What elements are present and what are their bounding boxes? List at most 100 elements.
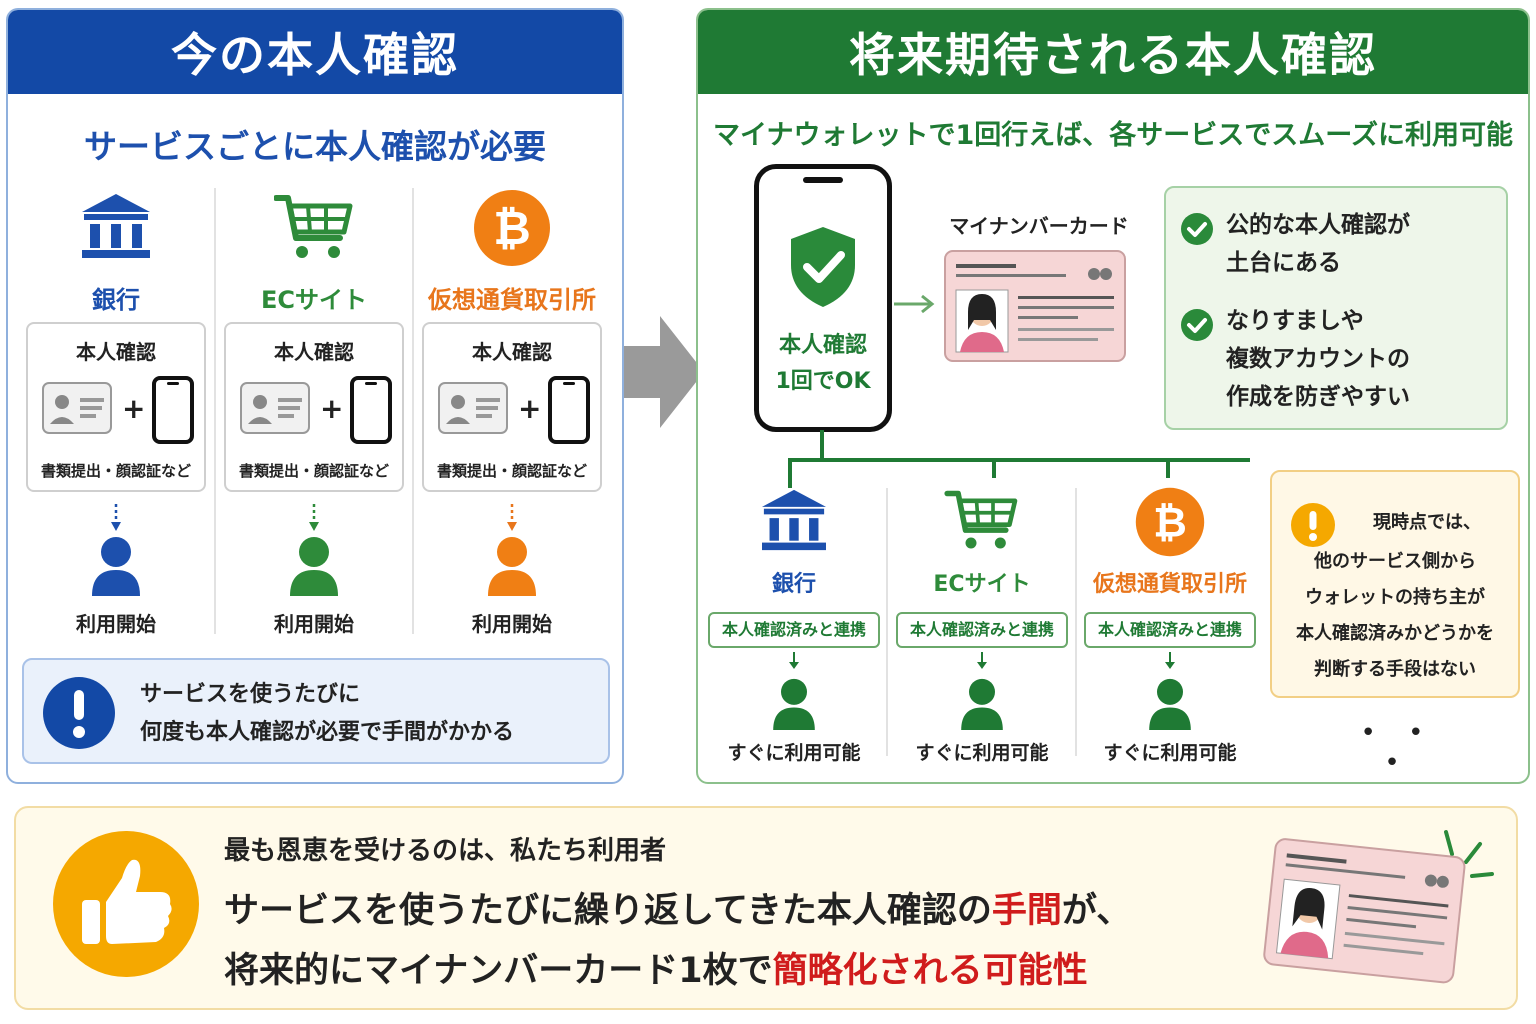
cart-icon (274, 195, 353, 258)
arrow-down-icon (111, 504, 121, 531)
check-circle-icon (1181, 309, 1213, 341)
column-divider (886, 488, 888, 756)
right-service-ec: ECサイト 本人確認済みと連携 すぐに利用可能 (894, 488, 1070, 764)
benefit-1-line1: 公的な本人確認が (1226, 212, 1410, 238)
phone-text-line1: 本人確認 (778, 333, 867, 358)
current-verification-subtitle: サービスごとに本人確認が必要 (84, 127, 546, 166)
right-service-bank: 銀行 本人確認済みと連携 すぐに利用可能 (706, 488, 882, 764)
verification-box: 本人確認 + 書類提出・顔認証など (422, 322, 602, 492)
id-card-icon (438, 382, 508, 434)
service-label-bank: 銀行 (771, 572, 816, 597)
bottom-main-line1: サービスを使うたびに繰り返してきた本人確認の手間が、 (224, 882, 1131, 933)
ready-to-use-label: すぐに利用可能 (915, 742, 1049, 764)
user-icon (773, 678, 815, 730)
bottom-main-line1-a: サービスを使うたびに繰り返してきた本人確認の (224, 891, 992, 931)
warning-line2: 他のサービス側から (1314, 551, 1476, 572)
warning-line4: 本人確認済みかどうかを (1296, 623, 1494, 644)
benefit-2-line2: 複数アカウントの (1226, 346, 1410, 372)
future-verification-panel: 将来期待される本人確認 マイナウォレットで1回行えば、各サービスでスムーズに利用… (696, 8, 1530, 784)
benefit-item-2: なりすましや 複数アカウントの 作成を防ぎやすい (1226, 302, 1410, 416)
start-usage-label: 利用開始 (472, 612, 552, 636)
user-icon (1149, 678, 1191, 730)
arrow-down-icon (977, 652, 987, 669)
current-verification-panel: 今の本人確認 サービスごとに本人確認が必要 銀行 本人確認 + (6, 8, 624, 784)
linked-badge: 本人確認済みと連携 (1084, 612, 1256, 648)
bank-icon (762, 489, 826, 551)
id-card-icon (240, 382, 310, 434)
shield-check-icon (791, 227, 855, 307)
start-usage-label: 利用開始 (274, 612, 354, 636)
smartphone-icon (350, 376, 392, 444)
benefits-box: 公的な本人確認が 土台にある なりすましや 複数アカウントの 作成を防ぎやすい (1164, 186, 1508, 430)
left-service-ec: ECサイト 本人確認 + 書類提出・顔認証など (224, 188, 404, 636)
bottom-main-line1-b: が、 (1061, 891, 1132, 931)
user-icon (290, 537, 338, 596)
phone-speaker (803, 177, 843, 183)
verification-box: 本人確認 + 書類提出・顔認証など (26, 322, 206, 492)
svg-text:₿: ₿ (493, 201, 531, 255)
benefit-item-1: 公的な本人確認が 土台にある (1226, 206, 1410, 282)
column-divider (214, 188, 216, 634)
more-services-ellipsis: • • • (1360, 718, 1436, 778)
column-divider (1075, 488, 1077, 756)
bottom-main-line2: 将来的にマイナンバーカード1枚で簡略化される可能性 (224, 942, 1088, 993)
check-circle-icon (1181, 213, 1213, 245)
plus-sign: + (320, 392, 344, 425)
service-label-crypto: 仮想通貨取引所 (1092, 572, 1247, 597)
service-label-ec: ECサイト (933, 572, 1031, 597)
arrow-down-icon (507, 504, 517, 531)
verification-box-title: 本人確認 (472, 340, 552, 364)
left-note-line2: 何度も本人確認が必要で手間がかかる (140, 720, 515, 745)
transition-arrow-icon (624, 316, 704, 428)
warning-text: 他のサービス側から ウォレットの持ち主が 本人確認済みかどうかを 判断する手段は… (1272, 544, 1518, 688)
ready-to-use-label: すぐに利用可能 (727, 742, 861, 764)
plus-sign: + (518, 392, 542, 425)
arrow-down-icon (1165, 652, 1175, 669)
start-usage-label: 利用開始 (76, 612, 156, 636)
bottom-lead-text: 最も恩恵を受けるのは、私たち利用者 (224, 836, 667, 866)
future-verification-subtitle: マイナウォレットで1回行えば、各サービスでスムーズに利用可能 (713, 120, 1513, 151)
svg-text:₿: ₿ (1153, 498, 1187, 546)
bottom-main-line1-highlight: 手間 (991, 891, 1062, 931)
benefit-1-line2: 土台にある (1226, 250, 1341, 276)
user-icon (92, 537, 140, 596)
right-service-crypto: ₿ 仮想通貨取引所 本人確認済みと連携 すぐに利用可能 (1082, 487, 1258, 764)
left-service-crypto: ₿ 仮想通貨取引所 本人確認 + 書類提出・顔認証など (422, 188, 602, 636)
benefit-2-line1: なりすましや (1226, 308, 1364, 334)
service-label-bank: 銀行 (92, 286, 140, 314)
warning-line1: 現時点では、 (1373, 512, 1481, 533)
user-icon (961, 678, 1003, 730)
future-verification-title: 将来期待される本人確認 (698, 10, 1528, 94)
user-icon (488, 537, 536, 596)
arrow-down-icon (309, 504, 319, 531)
bitcoin-icon: ₿ (474, 190, 550, 266)
service-label-ec: ECサイト (260, 286, 367, 314)
column-divider (412, 188, 414, 634)
my-number-card-label: マイナンバーカード (949, 214, 1129, 238)
benefit-2-line3: 作成を防ぎやすい (1226, 384, 1410, 410)
bottom-main-line2-highlight: 簡略化される可能性 (772, 951, 1088, 991)
left-note-box: サービスを使うたびに 何度も本人確認が必要で手間がかかる (22, 658, 610, 764)
left-note-line1: サービスを使うたびに (140, 682, 361, 707)
arrow-down-icon (789, 652, 799, 669)
current-verification-title: 今の本人確認 (8, 10, 622, 94)
bottom-main-line2-a: 将来的にマイナンバーカード1枚で (224, 951, 773, 991)
bitcoin-icon: ₿ (1135, 487, 1205, 557)
arrow-right-icon (894, 294, 935, 314)
warning-box: 現時点では、 他のサービス側から ウォレットの持ち主が 本人確認済みかどうかを … (1270, 470, 1520, 698)
warning-line5: 判断する手段はない (1314, 659, 1476, 680)
verification-box-caption: 書類提出・顔認証など (436, 462, 587, 480)
bank-icon (82, 194, 150, 258)
smartphone-icon (152, 376, 194, 444)
warning-line3: ウォレットの持ち主が (1305, 587, 1485, 608)
linked-badge: 本人確認済みと連携 (896, 612, 1068, 648)
cart-icon (944, 490, 1018, 549)
tilted-my-number-card-icon (1263, 830, 1494, 984)
bottom-summary-box: 最も恩恵を受けるのは、私たち利用者 サービスを使うたびに繰り返してきた本人確認の… (14, 806, 1518, 1010)
verification-box: 本人確認 + 書類提出・顔認証など (224, 322, 404, 492)
verification-box-caption: 書類提出・顔認証など (238, 462, 389, 480)
phone-text-line2: 1回でOK (775, 369, 871, 394)
id-card-icon (42, 382, 112, 434)
service-label-crypto: 仮想通貨取引所 (428, 286, 596, 314)
verification-box-title: 本人確認 (76, 340, 156, 364)
